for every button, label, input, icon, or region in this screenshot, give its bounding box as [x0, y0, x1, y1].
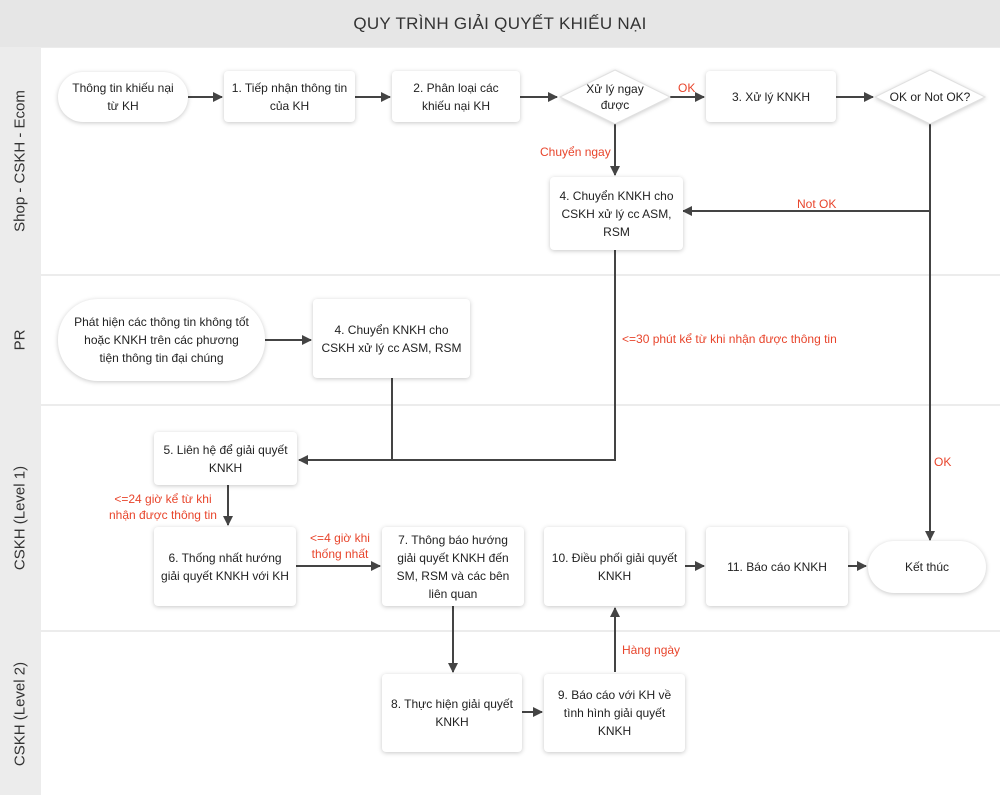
lane-shop	[41, 48, 1000, 274]
node-8: 8. Thực hiện giải quyết KNKH	[382, 674, 522, 752]
node-11: 11. Báo cáo KNKH	[706, 527, 848, 606]
node-1: 1. Tiếp nhận thông tin của KH	[224, 71, 355, 122]
node-2: 2. Phân loại các khiếu nại KH	[392, 71, 520, 122]
node-3: 3. Xử lý KNKH	[706, 71, 836, 122]
node-9: 9. Báo cáo với KH về tình hình giải quyế…	[544, 674, 685, 752]
node-5: 5. Liên hệ để giải quyết KNKH	[154, 432, 297, 485]
lane-label-level2: CSKH (Level 2)	[0, 632, 40, 795]
node-start: Thông tin khiếu nại từ KH	[58, 72, 188, 122]
decision-label-d2: OK or Not OK?	[889, 90, 971, 104]
node-7: 7. Thông báo hướng giải quyết KNKH đến S…	[382, 527, 524, 606]
decision-diamond-d1	[558, 69, 672, 125]
edge-label-hang-ngay: Hàng ngày	[622, 643, 681, 657]
edge-label-chuyen-ngay: Chuyển ngay	[540, 145, 611, 159]
decision-label-d1: Xử lý ngay được	[586, 82, 644, 112]
arrow-n4a-to-n5	[298, 250, 616, 465]
edge-label-4-hours: <=4 giờ khi thống nhất	[310, 531, 370, 561]
decision-diamond-d2	[873, 69, 987, 125]
diagram-title: QUY TRÌNH GIẢI QUYẾT KHIẾU NẠI	[0, 0, 1000, 47]
node-10: 10. Điều phối giải quyết KNKH	[544, 527, 685, 606]
node-end: Kết thúc	[868, 541, 986, 593]
edge-label-30-minutes: <=30 phút kể từ khi nhận được thông tin	[622, 332, 837, 346]
node-pr-start: Phát hiện các thông tin không tốt hoặc K…	[58, 299, 265, 381]
node-4a: 4. Chuyển KNKH cho CSKH xử lý cc ASM, RS…	[550, 177, 683, 250]
edge-label-not-ok: Not OK	[797, 197, 837, 211]
lane-label-level1: CSKH (Level 1)	[0, 406, 40, 630]
edge-label-ok2: OK	[934, 455, 952, 469]
edge-label-24-hours: <=24 giờ kể từ khi nhận được thông tin	[109, 492, 217, 522]
node-6: 6. Thống nhất hướng giải quyết KNKH với …	[154, 527, 296, 606]
lane-label-pr: PR	[0, 276, 40, 404]
edge-label-ok1: OK	[678, 81, 696, 95]
lane-label-shop: Shop - CSKH - Ecom	[0, 48, 40, 274]
node-4b: 4. Chuyển KNKH cho CSKH xử lý cc ASM, RS…	[313, 299, 470, 378]
